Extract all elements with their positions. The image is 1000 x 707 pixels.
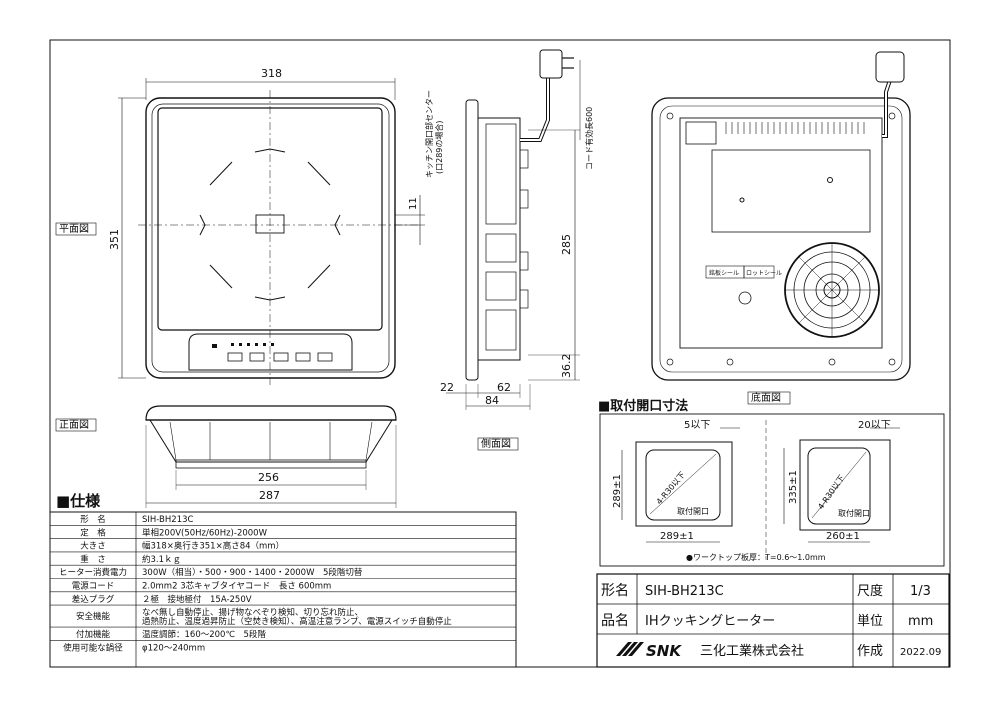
left-height-dim: 289±1	[612, 474, 623, 508]
dim-285: 285	[560, 234, 573, 255]
fan-grille	[784, 242, 880, 338]
company-name: 三化工業株式会社	[700, 643, 804, 659]
plan-outline	[145, 97, 396, 379]
product-value: IHクッキングヒーター	[645, 614, 775, 629]
svg-text:SNK: SNK	[646, 642, 682, 660]
spec-value: ２極 接地極付 15A-250V	[142, 594, 252, 605]
right-opening-label: 取付開口	[838, 508, 870, 518]
model-label: 形名	[601, 583, 629, 599]
model-value: SIH-BH213C	[645, 584, 724, 599]
label-bottom: 底面図	[751, 391, 781, 404]
spec-label: 付加機能	[76, 629, 111, 640]
spec-label: 電源コード	[72, 582, 115, 592]
title-block: 形名 SIH-BH213C 尺度 1/3 品名 IHクッキングヒーター 単位 m…	[596, 573, 950, 668]
bottom-view: 銘板シール ロットシール 底面図	[651, 51, 911, 405]
plan-view: 318 351 平面図	[55, 67, 444, 385]
scale-label: 尺度	[857, 583, 883, 599]
spec-value: 幅318×奥行き351×高さ84（mm）	[142, 541, 284, 552]
unit-value: mm	[908, 614, 933, 629]
spec-label: 重 さ	[80, 554, 106, 565]
spec-label: 使用可能な鍋径	[63, 642, 123, 653]
spec-label: 大きさ	[80, 541, 106, 552]
spec-label: 定 格	[80, 527, 106, 538]
spec-label: ヒーター消費電力	[59, 567, 127, 578]
made-value: 2022.09	[900, 647, 941, 658]
left-width-dim: 289±1	[660, 531, 694, 542]
spec-title: ■仕様	[56, 492, 101, 510]
side-view: コード有効長600 285 36.2 22 62 84 側面図	[440, 49, 594, 451]
spec-value: なべ無し自動停止、揚げ物なべぞり検知、切り忘れ防止、	[142, 607, 363, 618]
dim-351: 351	[108, 229, 121, 250]
spec-value: φ120〜240mm	[142, 643, 205, 653]
label-plan: 平面図	[59, 223, 89, 235]
spec-value-line2: 過熱防止、温度過昇防止（空焚き検知）、高温注意ランプ、電源スイッチ自動停止	[142, 616, 452, 627]
spec-value: SIH-BH213C	[142, 515, 194, 525]
dim-287: 287	[259, 489, 280, 502]
right-width-dim: 260±1	[826, 531, 860, 542]
dim-22: 22	[440, 381, 454, 394]
dim-84: 84	[485, 394, 499, 407]
dim-318: 318	[261, 67, 282, 80]
spec-value: 300W（相当）・500・900・1400・2000W 5段階切替	[142, 567, 363, 578]
spec-value: 約3.1ｋｇ	[142, 554, 181, 565]
control-panel	[188, 333, 353, 371]
dim-36-2: 36.2	[560, 354, 573, 379]
spec-section: ■仕様 形 名 SIH-BH213C 定 格 単相200V(50Hz/60Hz)-20…	[49, 492, 517, 668]
right-top-dim: 20以下	[858, 420, 891, 431]
dim-62: 62	[497, 381, 511, 394]
left-opening-label: 取付開口	[677, 506, 709, 516]
note-kitchen-center: キッチン開口部センター	[424, 90, 434, 178]
unit-label: 単位	[857, 613, 883, 629]
snk-logo: SNK	[616, 642, 682, 660]
worktop-note: ●ワークトップ板厚：T=0.6〜1.0mm	[686, 552, 826, 562]
seal-nameplate: 銘板シール	[709, 269, 739, 277]
opening-title: ■取付開口寸法	[598, 398, 688, 414]
opening-section: ■取付開口寸法 4-R30以下 取付開口 5以下 289±1 289±1 4-R…	[598, 398, 945, 567]
dim-256: 256	[258, 471, 279, 484]
spec-value: 温度調節：160〜200℃ 5段階	[142, 629, 266, 640]
spec-value: 単相200V(50Hz/60Hz)-2000W	[142, 527, 268, 538]
right-height-dim: 335±1	[788, 470, 799, 504]
seal-lot: ロットシール	[746, 270, 782, 277]
label-front: 正面図	[59, 419, 89, 431]
left-top-dim: 5以下	[684, 420, 710, 431]
spec-value: 2.0mm2 3芯キャブタイヤコード 長さ 600mm	[142, 581, 331, 592]
spec-label: 差込プラグ	[72, 594, 115, 605]
spec-label: 安全機能	[76, 611, 111, 622]
spec-label: 形 名	[80, 514, 106, 525]
note-cord-length: コード有効長600	[584, 107, 594, 170]
scale-value: 1/3	[910, 584, 931, 599]
product-label: 品名	[601, 613, 629, 629]
note-kitchen-case: (口289の場合)	[434, 120, 444, 174]
label-side: 側面図	[481, 437, 511, 450]
dim-11: 11	[408, 197, 419, 210]
front-view: 正面図 256 287	[55, 405, 397, 508]
made-label: 作成	[857, 644, 883, 659]
